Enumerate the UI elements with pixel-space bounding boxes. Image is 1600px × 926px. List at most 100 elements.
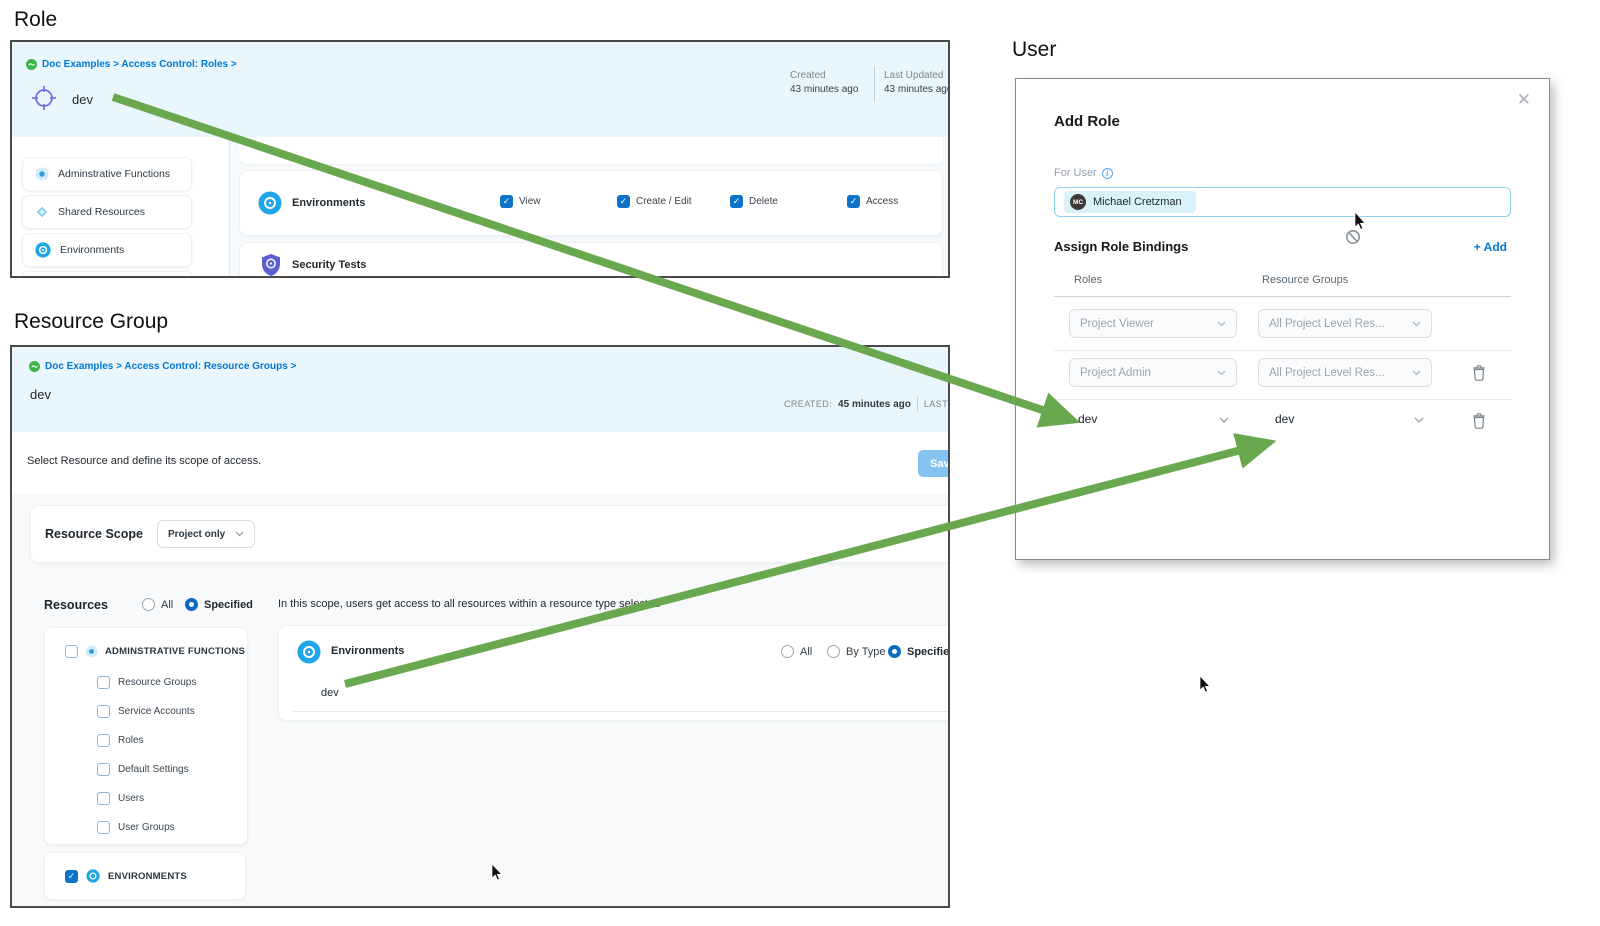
delete-checkbox[interactable] bbox=[730, 195, 743, 208]
breadcrumb[interactable]: Doc Examples > Access Control: Roles > bbox=[26, 59, 237, 70]
add-binding-button[interactable]: + Add bbox=[1473, 240, 1507, 254]
sidebar-item-partial bbox=[22, 271, 192, 276]
resources-label: Resources bbox=[44, 598, 108, 612]
rg-instruction: Select Resource and define its scope of … bbox=[27, 455, 262, 467]
env-radio-specified[interactable]: Specified bbox=[888, 645, 950, 658]
environments-icon bbox=[35, 242, 51, 258]
chevron-down-icon[interactable] bbox=[1219, 417, 1229, 424]
resources-radio-all[interactable]: All bbox=[142, 598, 173, 611]
tree-child-label: Service Accounts bbox=[118, 706, 195, 717]
resource-groups-checkbox[interactable] bbox=[97, 676, 110, 689]
role-select[interactable]: Project Admin bbox=[1069, 358, 1237, 387]
save-button[interactable]: Save bbox=[918, 450, 948, 477]
user-groups-checkbox[interactable] bbox=[97, 821, 110, 834]
user-chip[interactable]: MC Michael Cretzman bbox=[1064, 191, 1196, 213]
breadcrumb-text[interactable]: Doc Examples > Access Control: Roles > bbox=[42, 59, 237, 70]
sidebar-item-shared-resources[interactable]: Shared Resources bbox=[22, 195, 192, 229]
resource-scope-value: Project only bbox=[167, 528, 226, 540]
user-input[interactable]: MC Michael Cretzman bbox=[1054, 187, 1511, 217]
role-section-title: Role bbox=[14, 8, 58, 31]
service-accounts-checkbox[interactable] bbox=[97, 705, 110, 718]
security-tests-icon bbox=[260, 253, 282, 276]
admin-functions-icon bbox=[35, 167, 49, 181]
create-edit-checkbox[interactable] bbox=[617, 195, 630, 208]
created-label: Created bbox=[790, 70, 826, 81]
mouse-cursor-icon bbox=[1200, 676, 1212, 694]
user-section-title: User bbox=[1012, 38, 1057, 61]
view-checkbox[interactable] bbox=[500, 195, 513, 208]
env-radio-all[interactable]: All bbox=[781, 645, 812, 658]
row-divider bbox=[1054, 399, 1511, 400]
trash-icon[interactable] bbox=[1472, 413, 1486, 429]
users-checkbox[interactable] bbox=[97, 792, 110, 805]
resource-scope-dropdown[interactable]: Project only bbox=[156, 520, 256, 548]
modal-title: Add Role bbox=[1054, 113, 1120, 130]
sidebar-item-administrative-functions[interactable]: Adminstrative Functions bbox=[22, 157, 192, 191]
tree-child-row[interactable]: Default Settings bbox=[97, 763, 189, 776]
access-checkbox[interactable] bbox=[847, 195, 860, 208]
tree-parent-row[interactable]: ADMINSTRATIVE FUNCTIONS bbox=[65, 645, 245, 658]
radio-icon[interactable] bbox=[781, 645, 794, 658]
role-select[interactable]: Project Viewer bbox=[1069, 309, 1237, 338]
admin-functions-checkbox[interactable] bbox=[65, 645, 78, 658]
permission-label: Create / Edit bbox=[636, 196, 692, 207]
roles-checkbox[interactable] bbox=[97, 734, 110, 747]
shared-resources-icon bbox=[35, 205, 49, 219]
row-label: Environments bbox=[292, 197, 366, 209]
permission-create-edit: Create / Edit bbox=[617, 195, 692, 208]
environments-icon bbox=[86, 869, 100, 883]
environments-tree-card[interactable]: ENVIRONMENTS bbox=[44, 852, 246, 900]
resource-group-select-value[interactable]: dev bbox=[1275, 412, 1295, 426]
user-chip-name: Michael Cretzman bbox=[1093, 196, 1182, 208]
tree-parent-label: ADMINSTRATIVE FUNCTIONS bbox=[105, 646, 246, 657]
radio-icon[interactable] bbox=[888, 645, 901, 658]
tree-child-label: Default Settings bbox=[118, 764, 189, 775]
environments-scope-card: Environments All By Type Specified dev bbox=[278, 625, 950, 721]
tree-child-row[interactable]: Users bbox=[97, 792, 144, 805]
tree-child-label: Users bbox=[118, 793, 145, 804]
radio-icon[interactable] bbox=[185, 598, 198, 611]
resource-group-select-value: All Project Level Res... bbox=[1269, 366, 1385, 379]
radio-label: All bbox=[800, 645, 813, 658]
rg-content-area: Resource Scope Project only Resources Al… bbox=[12, 494, 948, 906]
rg-meta: CREATED: 45 minutes ago LAST UPDATED: bbox=[784, 397, 948, 411]
chevron-down-icon[interactable] bbox=[1414, 417, 1424, 424]
resource-group-select[interactable]: All Project Level Res... bbox=[1258, 309, 1432, 338]
tree-child-row[interactable]: Resource Groups bbox=[97, 676, 196, 689]
environments-checkbox[interactable] bbox=[65, 869, 78, 883]
meta-divider bbox=[916, 397, 918, 411]
role-select-value: Project Viewer bbox=[1080, 317, 1154, 330]
add-role-modal: ✕ Add Role For User i MC Michael Cretzma… bbox=[1015, 78, 1550, 560]
role-select-value[interactable]: dev bbox=[1078, 412, 1098, 426]
rg-panel-header: Doc Examples > Access Control: Resource … bbox=[12, 347, 948, 432]
resource-tree-card: ADMINSTRATIVE FUNCTIONS Resource Groups … bbox=[44, 627, 248, 845]
tree-child-row[interactable]: User Groups bbox=[97, 821, 175, 834]
env-radio-by-type[interactable]: By Type bbox=[827, 645, 886, 658]
breadcrumb-text[interactable]: Doc Examples > Access Control: Resource … bbox=[45, 361, 297, 372]
radio-icon[interactable] bbox=[827, 645, 840, 658]
default-settings-checkbox[interactable] bbox=[97, 763, 110, 776]
chevron-down-icon bbox=[1412, 321, 1421, 327]
sidebar-item-environments[interactable]: Environments bbox=[22, 233, 192, 267]
resource-group-select[interactable]: All Project Level Res... bbox=[1258, 358, 1432, 387]
resource-groups-column-header: Resource Groups bbox=[1262, 274, 1349, 286]
tree-child-row[interactable]: Service Accounts bbox=[97, 705, 195, 718]
assign-role-bindings-label: Assign Role Bindings bbox=[1054, 239, 1189, 254]
meta-divider bbox=[874, 66, 875, 102]
env-selected-resource: dev bbox=[321, 687, 339, 699]
resources-radio-specified[interactable]: Specified bbox=[185, 598, 253, 611]
security-tests-row: Security Tests bbox=[239, 242, 943, 276]
info-icon[interactable]: i bbox=[1101, 167, 1113, 179]
permission-label: Delete bbox=[749, 196, 778, 207]
created-value: 45 minutes ago bbox=[838, 398, 911, 410]
rg-name: dev bbox=[30, 387, 51, 402]
close-icon[interactable]: ✕ bbox=[1516, 90, 1531, 109]
radio-icon[interactable] bbox=[142, 598, 155, 611]
radio-label: Specified bbox=[907, 645, 950, 658]
environments-icon bbox=[297, 640, 321, 664]
breadcrumb[interactable]: Doc Examples > Access Control: Resource … bbox=[29, 361, 296, 372]
trash-icon[interactable] bbox=[1472, 365, 1486, 381]
tree-child-row[interactable]: Roles bbox=[97, 734, 144, 747]
permission-delete: Delete bbox=[730, 195, 778, 208]
